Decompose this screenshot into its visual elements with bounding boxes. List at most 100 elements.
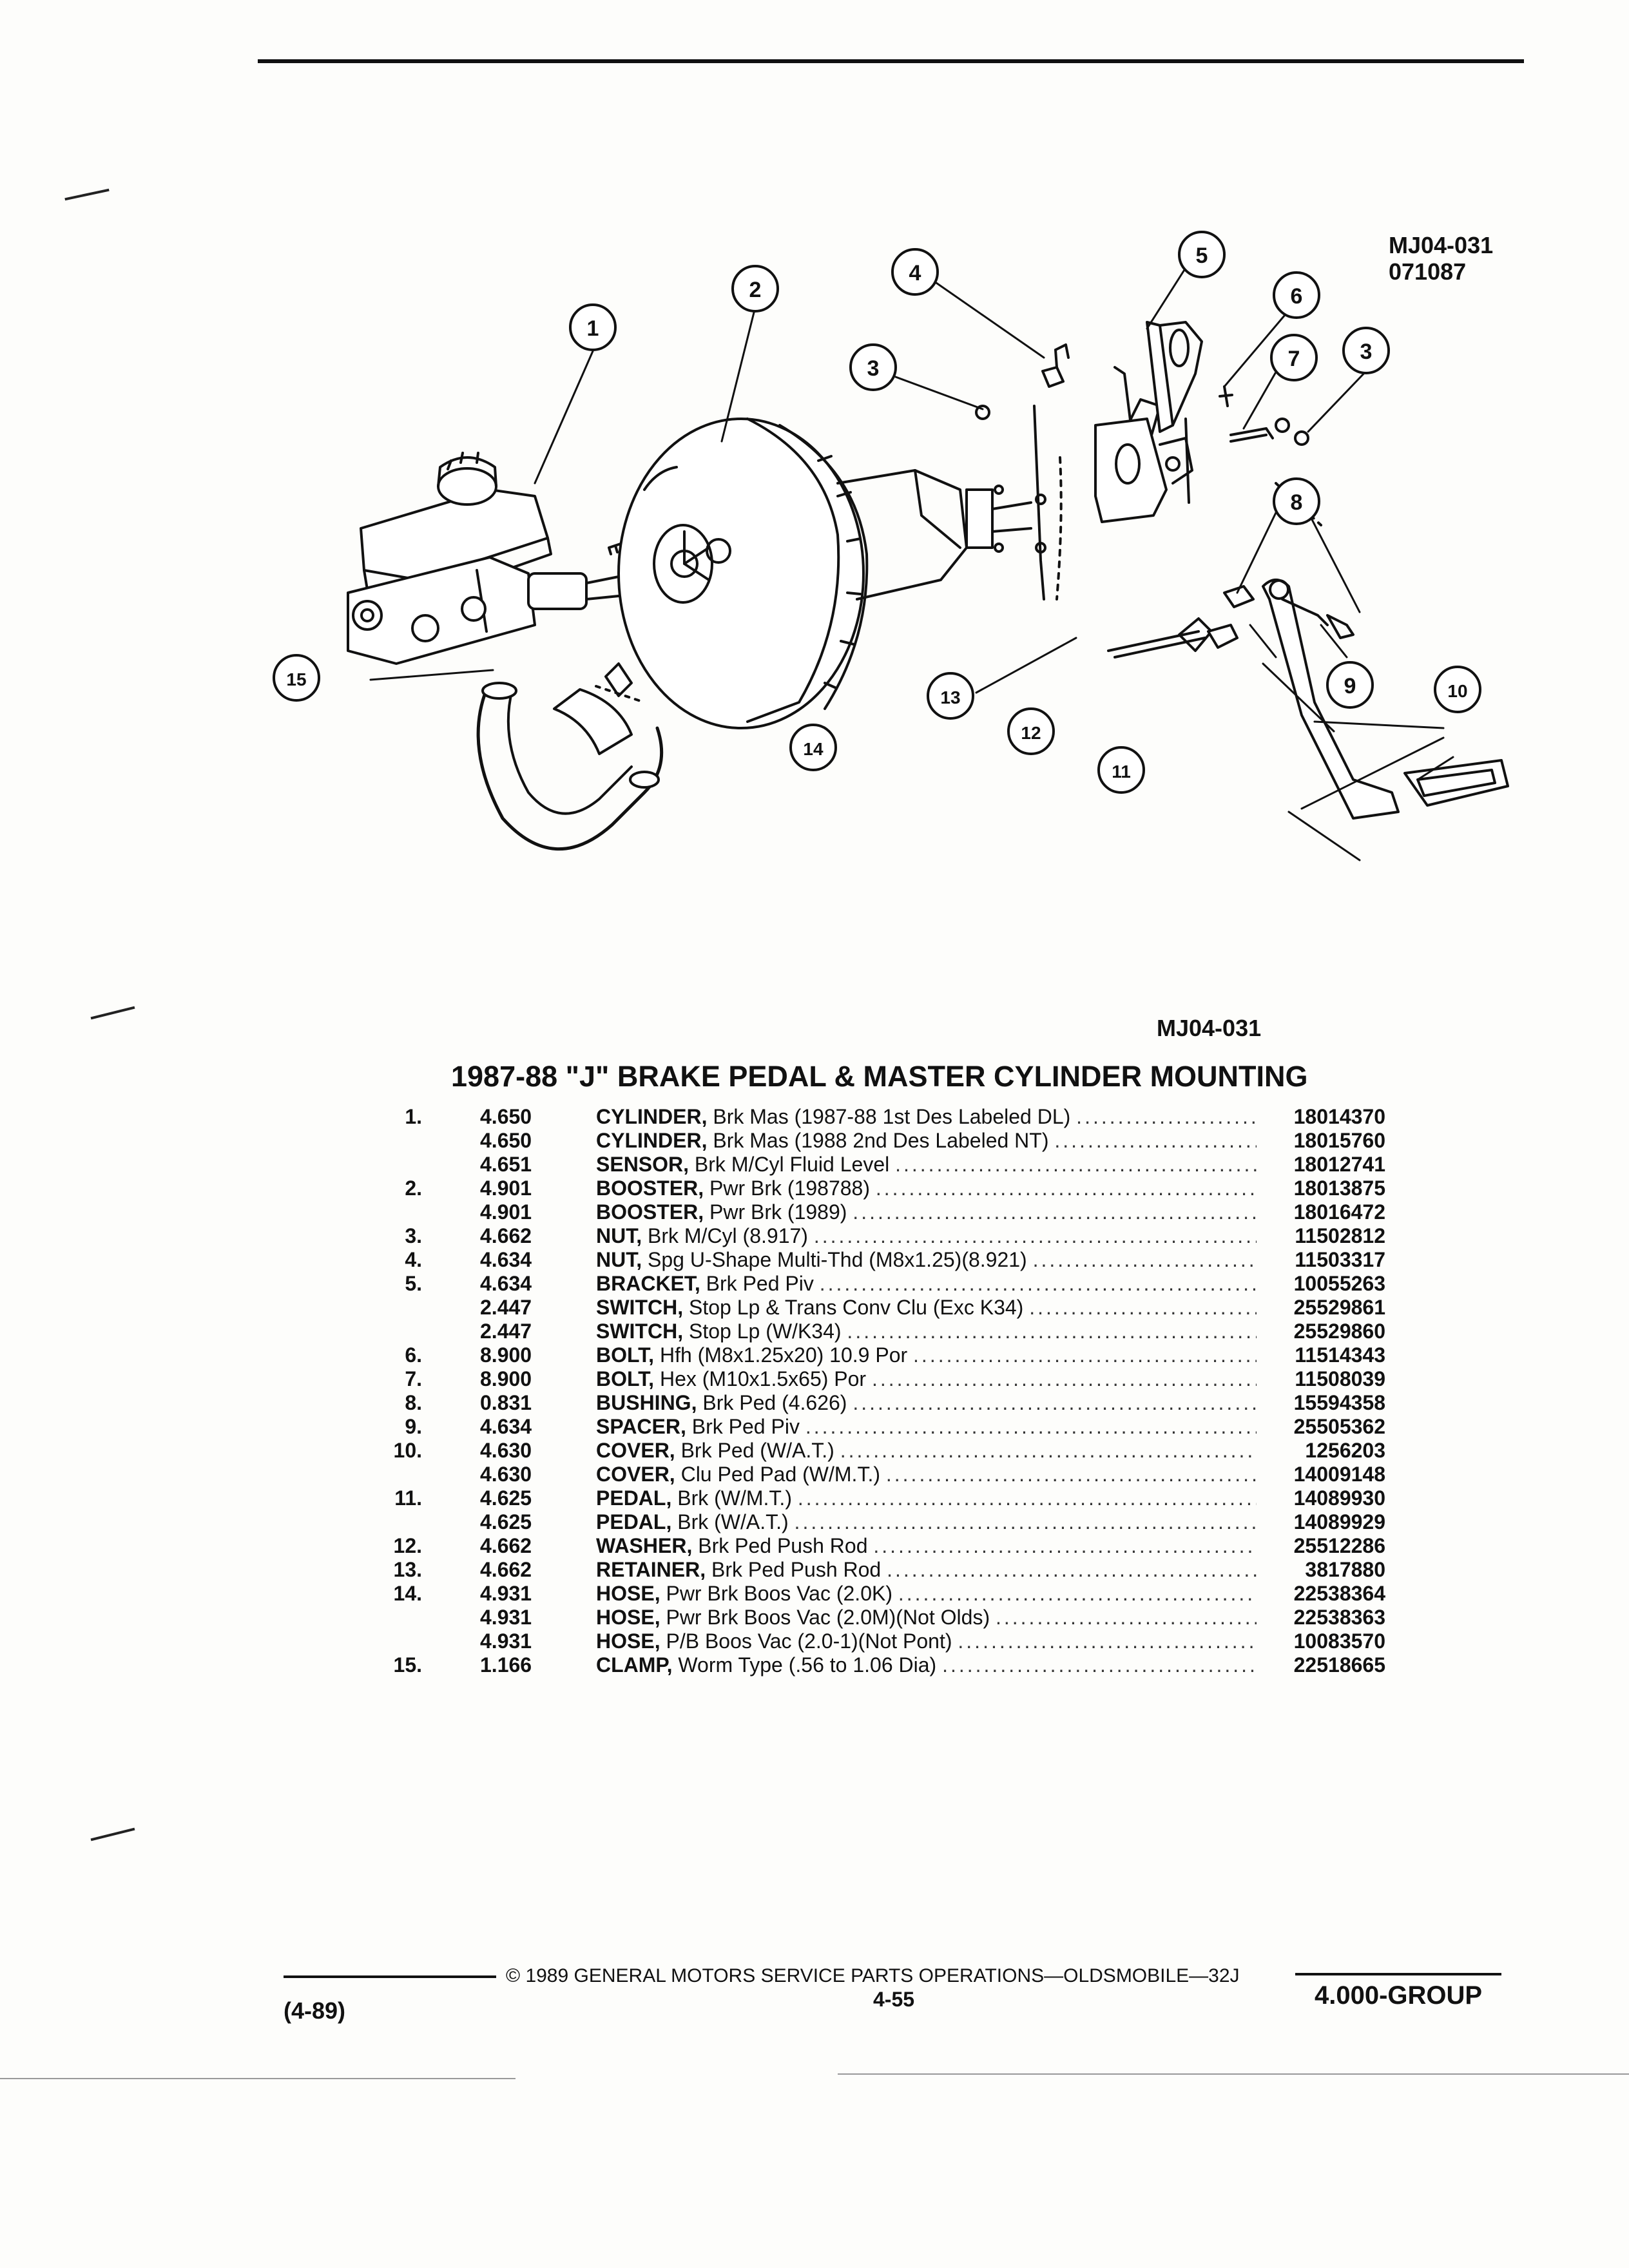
part-name: RETAINER, xyxy=(596,1558,706,1581)
group-code: 4.651 xyxy=(480,1153,532,1176)
part-description: CLAMP, Worm Type (.56 to 1.06 Dia) .....… xyxy=(596,1653,1257,1677)
leader-dots: ........................................… xyxy=(958,1629,1257,1653)
part-detail: Brk Ped Piv xyxy=(691,1415,800,1438)
part-detail: Worm Type (.56 to 1.06 Dia) xyxy=(678,1653,937,1677)
part-detail: Stop Lp (W/K34) xyxy=(688,1320,842,1343)
part-name: CYLINDER, xyxy=(596,1129,708,1152)
part-detail: Brk Ped Piv xyxy=(706,1272,814,1295)
leader-dots: ........................................… xyxy=(1076,1105,1257,1128)
part-number: 14089929 xyxy=(1293,1510,1385,1533)
ref-number: 2. xyxy=(405,1177,422,1200)
group-code: 4.625 xyxy=(480,1510,532,1533)
callout-12: 12 xyxy=(1007,707,1055,755)
callout-4: 4 xyxy=(891,248,939,296)
pedal-bracket xyxy=(1033,321,1203,601)
parts-row: 8. 0.831 BUSHING, Brk Ped (4.626) ........… xyxy=(387,1391,1385,1415)
page-title: 1987-88 "J" BRAKE PEDAL & MASTER CYLINDE… xyxy=(451,1060,1308,1093)
leader-dots: ........................................… xyxy=(847,1320,1257,1343)
group-code: 4.662 xyxy=(480,1534,532,1557)
group-code: 1.166 xyxy=(480,1653,532,1677)
part-name: HOSE, xyxy=(596,1606,660,1629)
leader-dots: ........................................… xyxy=(805,1415,1257,1438)
part-description: COVER, Brk Ped (W/A.T.) ................… xyxy=(596,1439,1257,1463)
part-description: HOSE, Pwr Brk Boos Vac (2.0M)(Not Olds) … xyxy=(596,1606,1257,1629)
group-code: 4.662 xyxy=(480,1224,532,1247)
ref-number: 1. xyxy=(405,1105,422,1128)
part-detail: Brk (W/A.T.) xyxy=(677,1510,789,1533)
group-code: 2.447 xyxy=(480,1320,532,1343)
svg-text:5: 5 xyxy=(1196,244,1208,268)
part-number: 1256203 xyxy=(1305,1439,1385,1462)
leader-dots: ........................................… xyxy=(797,1486,1257,1510)
group-code: 0.831 xyxy=(480,1391,532,1414)
part-description: CYLINDER, Brk Mas (1987-88 1st Des Label… xyxy=(596,1105,1257,1129)
part-name: WASHER, xyxy=(596,1534,693,1557)
part-detail: Pwr Brk (198788) xyxy=(709,1177,870,1200)
part-name: BOOSTER, xyxy=(596,1200,704,1224)
part-description: HOSE, P/B Boos Vac (2.0-1)(Not Pont) ...… xyxy=(596,1629,1257,1653)
part-description: BOOSTER, Pwr Brk (198788) ..............… xyxy=(596,1177,1257,1200)
ref-number: 13. xyxy=(393,1558,422,1581)
svg-text:6: 6 xyxy=(1291,284,1303,309)
svg-text:1: 1 xyxy=(587,316,599,341)
callout-9: 9 xyxy=(1326,661,1374,709)
part-description: BUSHING, Brk Ped (4.626) ...............… xyxy=(596,1391,1257,1415)
part-name: CLAMP, xyxy=(596,1653,673,1677)
group-code: 4.630 xyxy=(480,1463,532,1486)
part-name: NUT, xyxy=(596,1224,642,1247)
scan-edge xyxy=(838,2073,1629,2075)
part-number: 11503317 xyxy=(1295,1248,1385,1271)
part-name: COVER, xyxy=(596,1463,675,1486)
leader-dots: ........................................… xyxy=(887,1558,1257,1581)
part-description: NUT, Spg U-Shape Multi-Thd (M8x1.25)(8.9… xyxy=(596,1248,1257,1272)
callout-10: 10 xyxy=(1434,666,1481,713)
ref-number: 5. xyxy=(405,1272,422,1295)
ref-number: 6. xyxy=(405,1343,422,1367)
hardware xyxy=(975,343,1309,446)
leader-dots: ........................................… xyxy=(853,1391,1257,1414)
vacuum-hose xyxy=(476,662,664,851)
part-number: 15594358 xyxy=(1293,1391,1385,1414)
part-name: CYLINDER, xyxy=(596,1105,708,1128)
part-number: 14089930 xyxy=(1293,1486,1385,1510)
part-description: BOOSTER, Pwr Brk (1989) ................… xyxy=(596,1200,1257,1224)
svg-text:7: 7 xyxy=(1288,347,1300,371)
part-description: BRACKET, Brk Ped Piv ...................… xyxy=(596,1272,1257,1296)
part-number: 25505362 xyxy=(1293,1415,1385,1438)
part-detail: Stop Lp & Trans Conv Clu (Exc K34) xyxy=(688,1296,1024,1319)
illustration-code-block: MJ04-031 071087 xyxy=(1389,232,1493,285)
part-name: SWITCH, xyxy=(596,1296,684,1319)
callout-1: 1 xyxy=(569,303,617,351)
part-detail: Brk Mas (1988 2nd Des Labeled NT) xyxy=(713,1129,1049,1152)
svg-text:3: 3 xyxy=(1360,340,1373,364)
figure-code: MJ04-031 xyxy=(1157,1015,1262,1041)
svg-text:15: 15 xyxy=(286,669,306,689)
leader-dots: ........................................… xyxy=(853,1200,1257,1224)
part-number: 3817880 xyxy=(1305,1558,1385,1581)
ref-number: 9. xyxy=(405,1415,422,1438)
group-code: 4.634 xyxy=(480,1248,532,1271)
ref-number: 8. xyxy=(405,1391,422,1414)
part-name: BOLT, xyxy=(596,1367,655,1390)
callout-5: 5 xyxy=(1178,231,1226,278)
leader-dots: ........................................… xyxy=(871,1367,1257,1390)
callout-3-left: 3 xyxy=(849,343,897,391)
part-description: WASHER, Brk Ped Push Rod ...............… xyxy=(596,1534,1257,1558)
part-number: 18016472 xyxy=(1293,1200,1385,1224)
callout-7: 7 xyxy=(1270,334,1318,381)
part-name: BOOSTER, xyxy=(596,1177,704,1200)
part-description: SWITCH, Stop Lp & Trans Conv Clu (Exc K3… xyxy=(596,1296,1257,1320)
group-code: 4.625 xyxy=(480,1486,532,1510)
part-name: HOSE, xyxy=(596,1629,660,1653)
leader-dots: ........................................… xyxy=(898,1582,1257,1605)
part-detail: Hfh (M8x1.25x20) 10.9 Por xyxy=(659,1343,908,1367)
part-number: 18015760 xyxy=(1293,1129,1385,1152)
